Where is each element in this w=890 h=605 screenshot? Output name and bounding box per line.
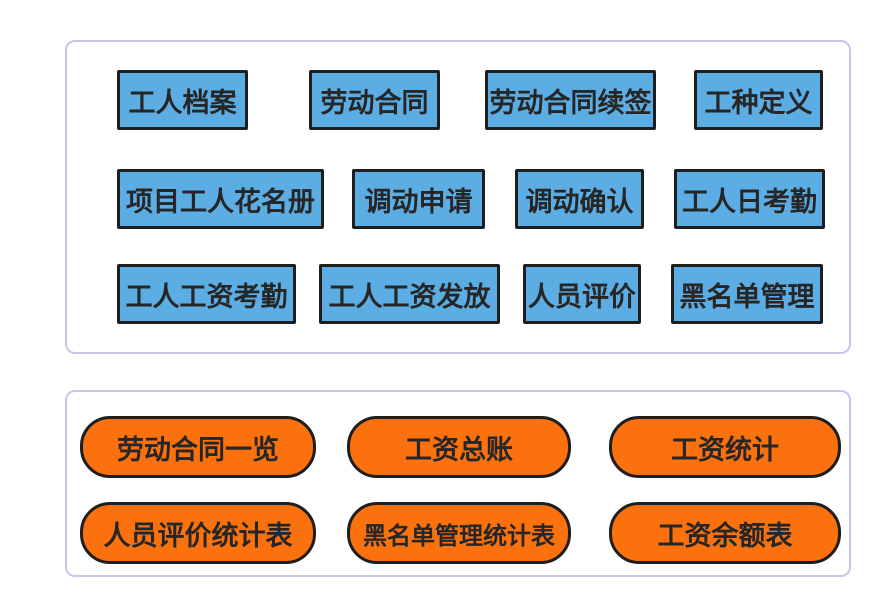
- personnel-evaluation-report-button[interactable]: 人员评价统计表: [80, 502, 316, 564]
- personnel-evaluation-button[interactable]: 人员评价: [523, 264, 641, 324]
- labor-contract-renewal-button[interactable]: 劳动合同续签: [485, 70, 656, 130]
- job-type-definition-button[interactable]: 工种定义: [694, 70, 823, 130]
- wage-balance-report-button[interactable]: 工资余额表: [609, 502, 841, 564]
- blacklist-management-button[interactable]: 黑名单管理: [671, 264, 823, 324]
- worker-archive-button[interactable]: 工人档案: [117, 70, 248, 130]
- report-menu-panel: 劳动合同一览 工资总账 工资统计 人员评价统计表 黑名单管理统计表 工资余额表: [65, 390, 851, 577]
- transfer-application-button[interactable]: 调动申请: [352, 169, 485, 229]
- project-worker-roster-button[interactable]: 项目工人花名册: [117, 169, 324, 229]
- worker-daily-attendance-button[interactable]: 工人日考勤: [674, 169, 825, 229]
- function-menu-panel: 工人档案 劳动合同 劳动合同续签 工种定义 项目工人花名册 调动申请 调动确认 …: [65, 40, 851, 354]
- worker-wage-payment-button[interactable]: 工人工资发放: [319, 264, 500, 324]
- worker-wage-attendance-button[interactable]: 工人工资考勤: [117, 264, 296, 324]
- wage-statistics-button[interactable]: 工资统计: [609, 416, 841, 478]
- blacklist-management-report-button[interactable]: 黑名单管理统计表: [347, 502, 571, 564]
- transfer-confirmation-button[interactable]: 调动确认: [515, 169, 644, 229]
- wage-general-ledger-button[interactable]: 工资总账: [347, 416, 571, 478]
- labor-contract-overview-button[interactable]: 劳动合同一览: [80, 416, 316, 478]
- labor-contract-button[interactable]: 劳动合同: [309, 70, 440, 130]
